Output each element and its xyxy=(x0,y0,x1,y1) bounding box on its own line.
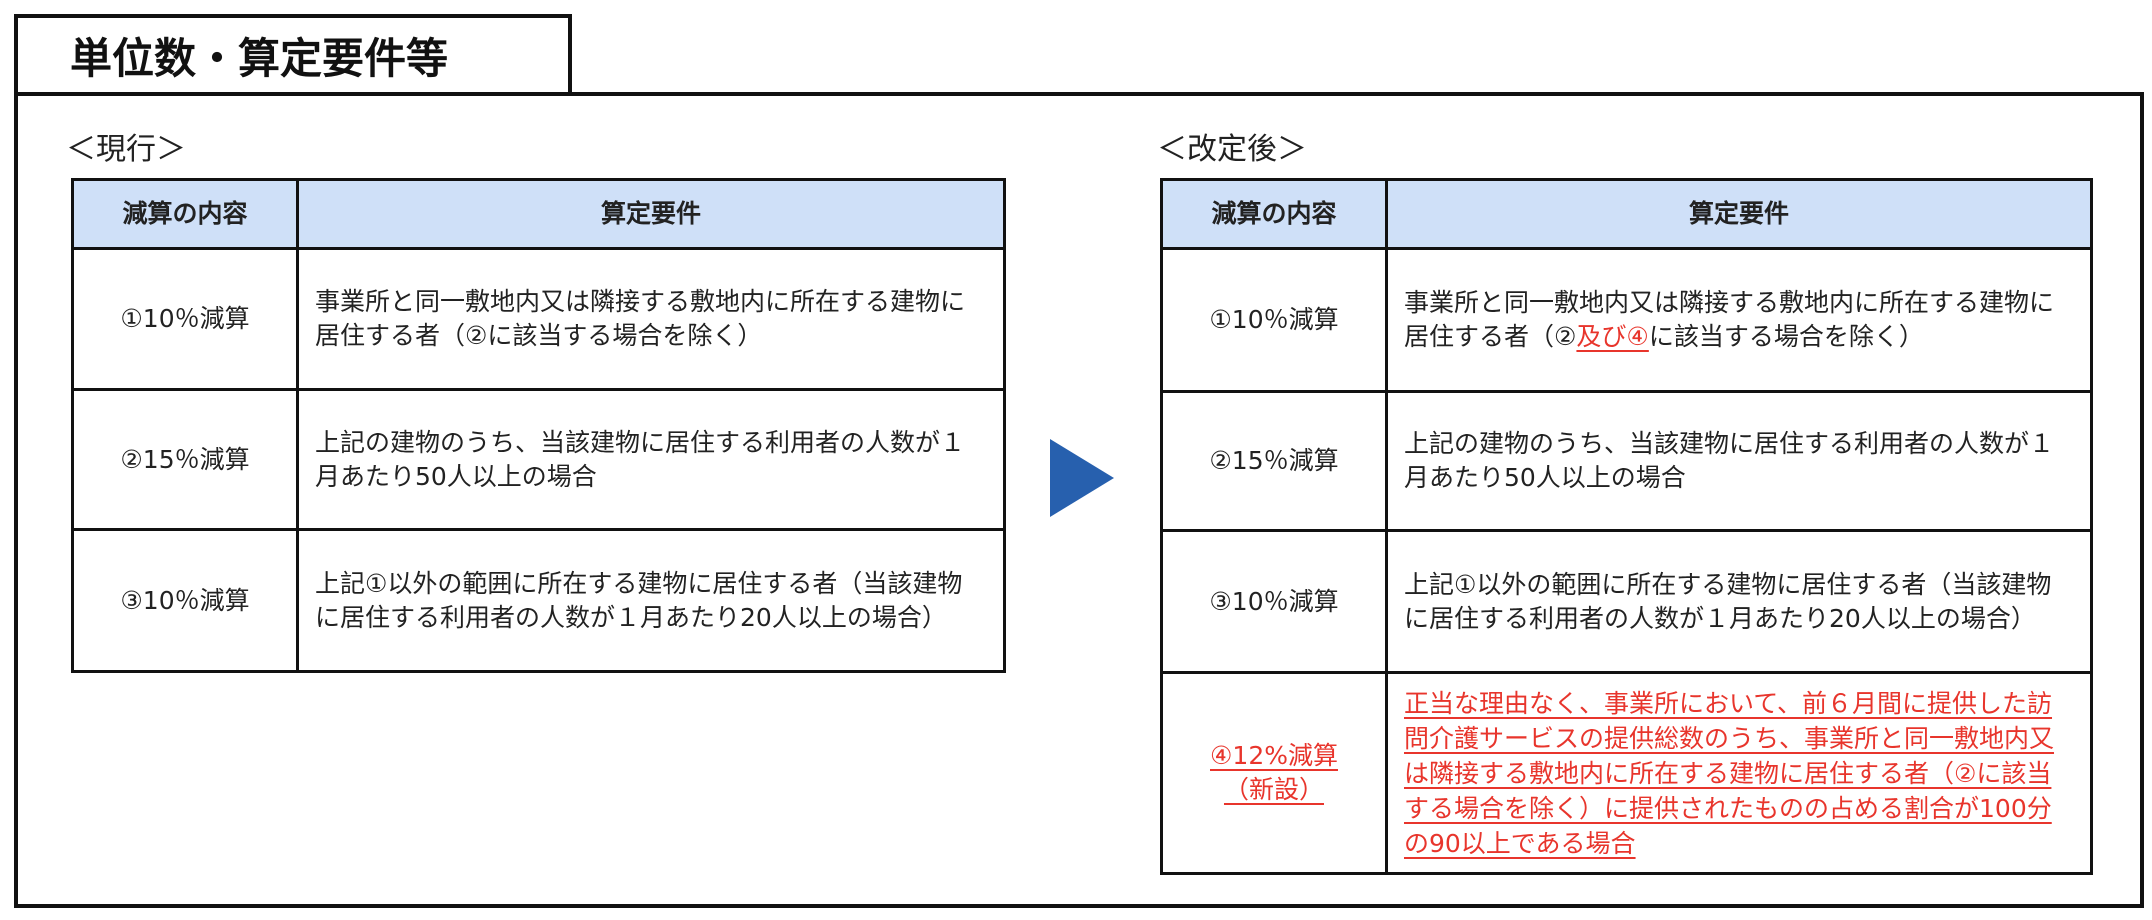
requirement: 事業所と同一敷地内又は隣接する敷地内に所在する建物に居住する者（②に該当する場合… xyxy=(296,247,1006,391)
reduction-type: ②15％減算 xyxy=(1160,390,1388,532)
requirement: 上記①以外の範囲に所在する建物に居住する者（当該建物に居住する利用者の人数が１月… xyxy=(296,528,1006,673)
revised-table: 減算の内容 算定要件 ①10％減算 事業所と同一敷地内又は隣接する敷地内に所在す… xyxy=(1160,178,2093,875)
new-reduction-type: ④12%減算 xyxy=(1210,741,1338,770)
reduction-type: ①10％減算 xyxy=(71,247,299,391)
header-requirements: 算定要件 xyxy=(1385,178,2093,250)
new-requirement: 正当な理由なく、事業所において、前６月間に提供した訪問介護サービスの提供総数のう… xyxy=(1404,688,2055,858)
table-row: ①10％減算 事業所と同一敷地内又は隣接する敷地内に所在する建物に居住する者（②… xyxy=(1160,247,2093,393)
requirement: 事業所と同一敷地内又は隣接する敷地内に所在する建物に居住する者（②及び④に該当す… xyxy=(1385,247,2093,393)
current-label: ＜現行＞ xyxy=(66,132,186,167)
table-row: ③10％減算 上記①以外の範囲に所在する建物に居住する者（当該建物に居住する利用… xyxy=(71,528,1006,673)
table-row-new: ④12%減算 （新設） 正当な理由なく、事業所において、前６月間に提供した訪問介護… xyxy=(1160,671,2093,875)
requirement-text: 事業所と同一敷地内又は隣接する敷地内に所在する建物に居住する者（② xyxy=(1404,288,2055,351)
current-table: 減算の内容 算定要件 ①10％減算 事業所と同一敷地内又は隣接する敷地内に所在す… xyxy=(71,178,1006,673)
requirement: 上記の建物のうち、当該建物に居住する利用者の人数が１月あたり50人以上の場合 xyxy=(296,388,1006,531)
content-frame xyxy=(14,92,2144,908)
table-header: 減算の内容 算定要件 xyxy=(71,178,1006,250)
reduction-type: ③10％減算 xyxy=(71,528,299,673)
table-row: ①10％減算 事業所と同一敷地内又は隣接する敷地内に所在する建物に居住する者（②… xyxy=(71,247,1006,391)
requirement: 上記の建物のうち、当該建物に居住する利用者の人数が１月あたり50人以上の場合 xyxy=(1385,390,2093,532)
new-badge: （新設） xyxy=(1223,775,1324,804)
table-header: 減算の内容 算定要件 xyxy=(1160,178,2093,250)
header-reduction: 減算の内容 xyxy=(1160,178,1388,250)
page-title: 単位数・算定要件等 xyxy=(14,14,572,92)
table-row: ②15％減算 上記の建物のうち、当該建物に居住する利用者の人数が１月あたり50人… xyxy=(71,388,1006,531)
header-reduction: 減算の内容 xyxy=(71,178,299,250)
table-row: ②15％減算 上記の建物のうち、当該建物に居住する利用者の人数が１月あたり50人… xyxy=(1160,390,2093,532)
requirement-text: に該当する場合を除く） xyxy=(1648,322,1924,351)
header-requirements: 算定要件 xyxy=(296,178,1006,250)
table-row: ③10％減算 上記①以外の範囲に所在する建物に居住する者（当該建物に居住する利用… xyxy=(1160,529,2093,674)
reduction-type: ②15％減算 xyxy=(71,388,299,531)
arrow-right-icon xyxy=(1050,439,1114,517)
revised-label: ＜改定後＞ xyxy=(1157,132,1307,167)
reduction-type: ①10％減算 xyxy=(1160,247,1388,393)
requirement: 上記①以外の範囲に所在する建物に居住する者（当該建物に居住する利用者の人数が１月… xyxy=(1385,529,2093,674)
reduction-type: ③10％減算 xyxy=(1160,529,1388,674)
requirement: 正当な理由なく、事業所において、前６月間に提供した訪問介護サービスの提供総数のう… xyxy=(1385,671,2093,875)
reduction-type: ④12%減算 （新設） xyxy=(1160,671,1388,875)
added-text: 及び④ xyxy=(1576,322,1649,351)
